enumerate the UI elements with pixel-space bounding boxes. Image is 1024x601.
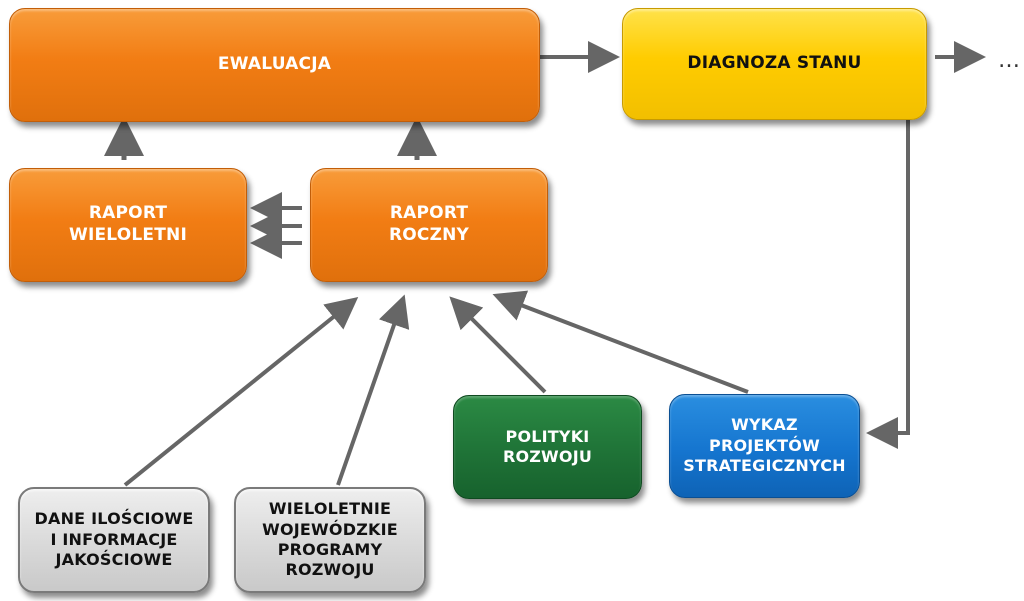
node-raport-roczny: RAPORT ROCZNY [310,168,548,282]
arrow-programy-to-roczny [336,294,410,486]
node-raport-wieloletni: RAPORT WIELOLETNI [9,168,247,282]
node-wykaz-projektow-line-1: WYKAZ [731,415,798,435]
arrow-wykaz-to-roczny [492,290,749,394]
node-wieloletnie-programy: WIELOLETNIE WOJEWÓDZKIE PROGRAMY ROZWOJU [234,487,426,593]
node-wykaz-projektow-line-2: PROJEKTÓW [709,435,820,455]
node-polityki-rozwoju-line-1: POLITYKI [505,426,590,446]
node-raport-wieloletni-line-2: WIELOLETNI [69,225,187,245]
node-diagnoza-stanu: DIAGNOZA STANU [622,8,927,120]
node-raport-roczny-line-1: RAPORT [389,203,469,224]
node-wieloletnie-programy-line-4: ROZWOJU [285,560,375,580]
node-polityki-rozwoju: POLITYKI ROZWOJU [453,395,642,499]
continuation-ellipsis: … [998,48,1020,73]
node-polityki-rozwoju-line-2: ROZWOJU [502,447,593,466]
arrow-polityki-to-roczny [449,296,547,394]
node-diagnoza-stanu-label: DIAGNOZA STANU [687,53,862,74]
node-wykaz-projektow: WYKAZ PROJEKTÓW STRATEGICZNYCH [669,394,860,498]
node-raport-roczny-line-2: ROCZNY [388,225,470,245]
node-dane-ilosciowe-line-3: JAKOŚCIOWE [55,550,173,570]
node-ewaluacja: EWALUACJA [9,8,540,122]
node-dane-ilosciowe-line-1: DANE ILOŚCIOWE [34,509,194,529]
node-wieloletnie-programy-line-3: PROGRAMY [277,540,383,559]
arrow-diagnoza-to-wykaz [866,120,910,449]
node-dane-ilosciowe: DANE ILOŚCIOWE I INFORMACJE JAKOŚCIOWE [18,487,210,593]
node-wykaz-projektow-line-3: STRATEGICZNYCH [683,456,846,476]
node-ewaluacja-label: EWALUACJA [217,54,332,75]
node-raport-wieloletni-line-1: RAPORT [88,203,168,224]
arrow-dane-to-roczny [123,296,359,487]
node-dane-ilosciowe-line-2: I INFORMACJE [50,529,178,549]
node-wieloletnie-programy-line-2: WOJEWÓDZKIE [262,519,398,539]
node-wieloletnie-programy-line-1: WIELOLETNIE [268,499,392,519]
